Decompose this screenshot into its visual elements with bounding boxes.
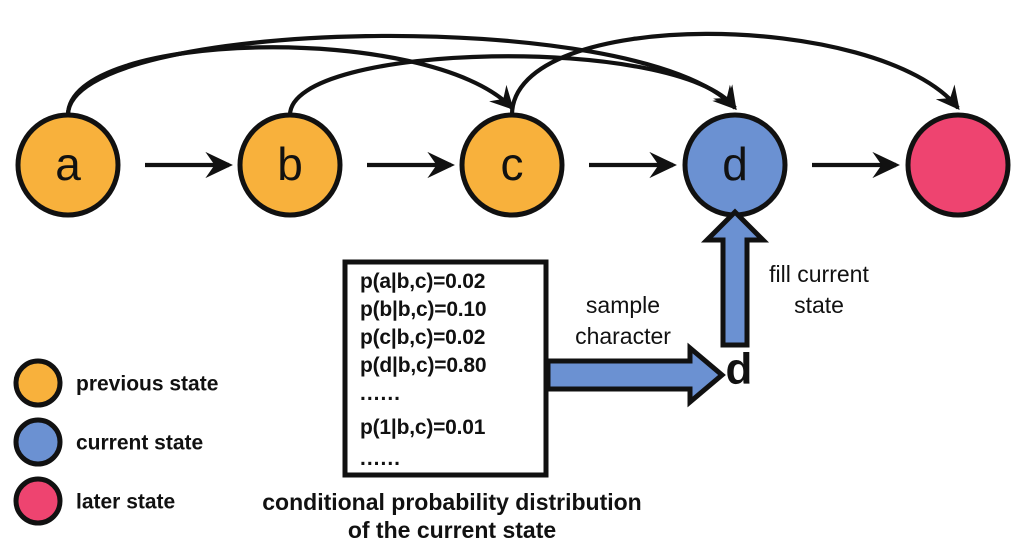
sample-character-label-line2: character — [575, 323, 671, 349]
context-arrow-b-to-d — [287, 54, 737, 116]
probability-line-2: p(c|b,c)=0.02 — [360, 326, 485, 349]
state-node-e[interactable] — [905, 112, 1011, 218]
legend-item-current-state: current state — [13, 417, 203, 467]
probability-caption-line1: conditional probability distribution — [262, 489, 641, 515]
probability-line-6: ...... — [360, 447, 401, 470]
legend-swatch-current-state — [13, 417, 63, 467]
legend-item-later-state: later state — [13, 476, 175, 526]
context-arrow-group — [65, 31, 960, 116]
probability-line-4: ...... — [360, 382, 401, 405]
state-node-b[interactable]: b — [237, 112, 343, 218]
probability-line-3: p(d|b,c)=0.80 — [360, 354, 486, 377]
fill-current-state-label-line2: state — [794, 292, 844, 318]
state-node-d[interactable]: d — [682, 112, 788, 218]
context-arrow-c-to-e — [509, 31, 960, 116]
legend-label-current-state: current state — [76, 432, 203, 455]
context-arrow-a-to-d — [65, 33, 737, 116]
state-node-c-label: c — [501, 138, 524, 190]
state-node-c-circle — [459, 112, 565, 218]
probability-caption-line2: of the current state — [348, 517, 556, 543]
fill-current-state-arrow — [700, 208, 770, 348]
legend-label-previous-state: previous state — [76, 373, 218, 396]
context-arrow-a-to-c — [65, 45, 514, 116]
legend-label-later-state: later state — [76, 491, 175, 514]
state-node-a[interactable]: a — [15, 112, 121, 218]
state-node-c[interactable]: c — [459, 112, 565, 218]
sampled-character-value: d — [726, 345, 753, 394]
probability-line-1: p(b|b,c)=0.10 — [360, 298, 486, 321]
sample-character-arrow — [545, 342, 726, 408]
state-node-d-label: d — [722, 138, 748, 190]
legend-item-previous-state: previous state — [13, 358, 218, 408]
state-node-a-circle — [15, 112, 121, 218]
probability-line-5: p(1|b,c)=0.01 — [360, 416, 486, 439]
state-node-b-label: b — [277, 138, 303, 190]
sample-character-label-line1: sample — [586, 292, 660, 318]
legend-swatch-previous-state — [13, 358, 63, 408]
legend-swatch-later-state — [13, 476, 63, 526]
legend: previous state current state later state — [13, 358, 218, 526]
state-node-e-circle — [905, 112, 1011, 218]
probability-line-0: p(a|b,c)=0.02 — [360, 270, 485, 293]
fill-current-state-label-line1: fill current — [769, 261, 869, 287]
state-node-a-label: a — [55, 138, 81, 190]
state-node-b-circle — [237, 112, 343, 218]
